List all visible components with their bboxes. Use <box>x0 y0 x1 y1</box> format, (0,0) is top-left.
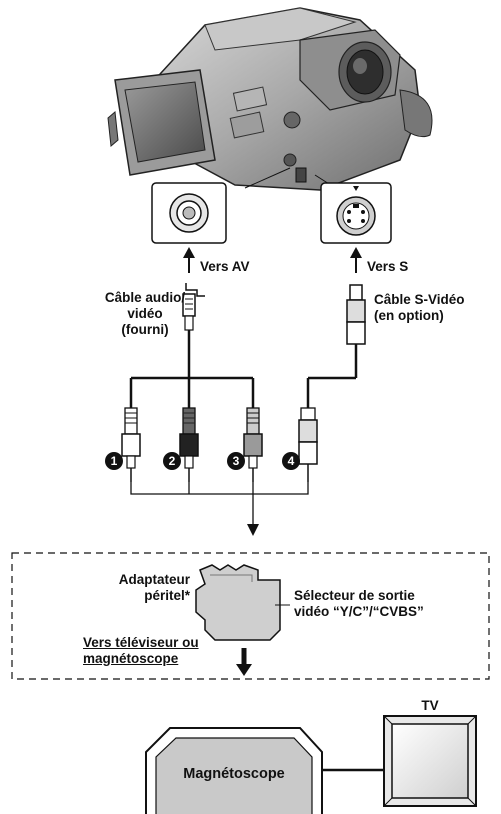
adapter-dashed-box <box>11 552 490 680</box>
cable-s-label-2: (en option) <box>374 308 444 323</box>
tv-label: TV <box>421 698 439 713</box>
selecteur-label-1: Sélecteur de sortie <box>294 588 415 603</box>
av-jack-icon <box>151 182 227 244</box>
rca-plug-2-icon <box>179 407 199 482</box>
adaptateur-label-2: péritel* <box>144 588 190 603</box>
plug-number-3: 3 <box>227 452 245 470</box>
vers-s-label: Vers S <box>367 259 409 274</box>
vers-av-label: Vers AV <box>200 259 250 274</box>
arrow-up-s-icon <box>350 247 362 273</box>
cable-av-label-2: vidéo <box>127 306 163 321</box>
rca-plug-1-icon <box>121 407 141 482</box>
plug-number-4: 4 <box>282 452 300 470</box>
rca-plug-3-icon <box>243 407 263 482</box>
selecteur-label-2: vidéo “Y/C”/“CVBS” <box>294 604 424 619</box>
cable-s-label-1: Câble S-Vidéo <box>374 292 465 307</box>
vers-tv-label-1: Vers téléviseur ou <box>83 635 199 650</box>
vcr-icon <box>145 727 323 814</box>
camcorder-icon <box>107 7 433 191</box>
scart-adapter-icon <box>195 564 290 641</box>
vcr-label: Magnétoscope <box>183 766 285 782</box>
plug-number-2: 2 <box>163 452 181 470</box>
plug-number-1: 1 <box>105 452 123 470</box>
arrow-down-tv-icon <box>236 648 252 676</box>
tv-icon <box>383 715 477 807</box>
adaptateur-label-1: Adaptateur <box>118 572 190 587</box>
vers-tv-label-2: magnétoscope <box>83 651 179 666</box>
plug-bracket <box>130 482 309 536</box>
av-cable-icon <box>129 283 255 408</box>
cable-av-label-1: Câble audio/ <box>104 290 186 305</box>
av-leader-line <box>244 167 291 189</box>
s-video-cable-icon <box>306 284 366 408</box>
s-video-plug-4-icon <box>298 407 318 482</box>
s-video-jack-icon <box>320 182 392 244</box>
cable-av-label-3: (fourni) <box>121 322 169 337</box>
arrow-up-av-icon <box>183 247 195 273</box>
